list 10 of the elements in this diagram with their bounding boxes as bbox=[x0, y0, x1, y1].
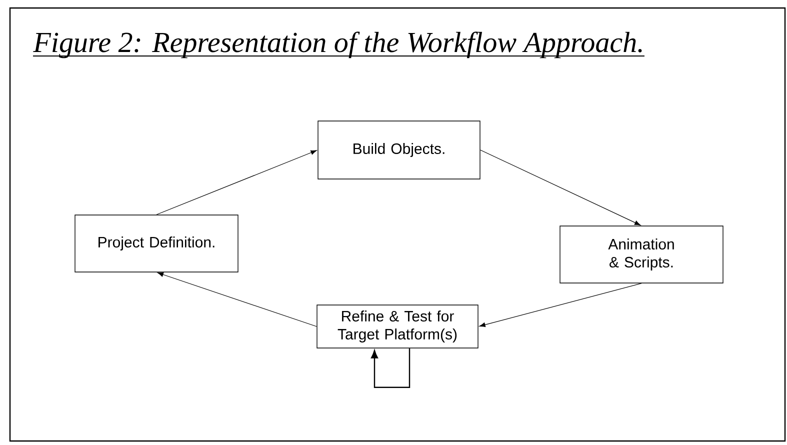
arrow bbox=[156, 150, 317, 215]
arrow bbox=[157, 272, 317, 327]
process-box: Refine & Test for Target Platform(s) bbox=[316, 304, 478, 348]
process-box: Build Objects. bbox=[318, 120, 480, 180]
process-box: Project Definition. bbox=[74, 214, 238, 272]
arrow bbox=[370, 348, 410, 388]
arrow bbox=[480, 150, 641, 226]
arrow bbox=[479, 283, 642, 327]
title: Figure 2: Representation of the Workflow Approach. bbox=[32, 32, 645, 58]
process-box: Animation & Scripts. bbox=[560, 226, 724, 284]
